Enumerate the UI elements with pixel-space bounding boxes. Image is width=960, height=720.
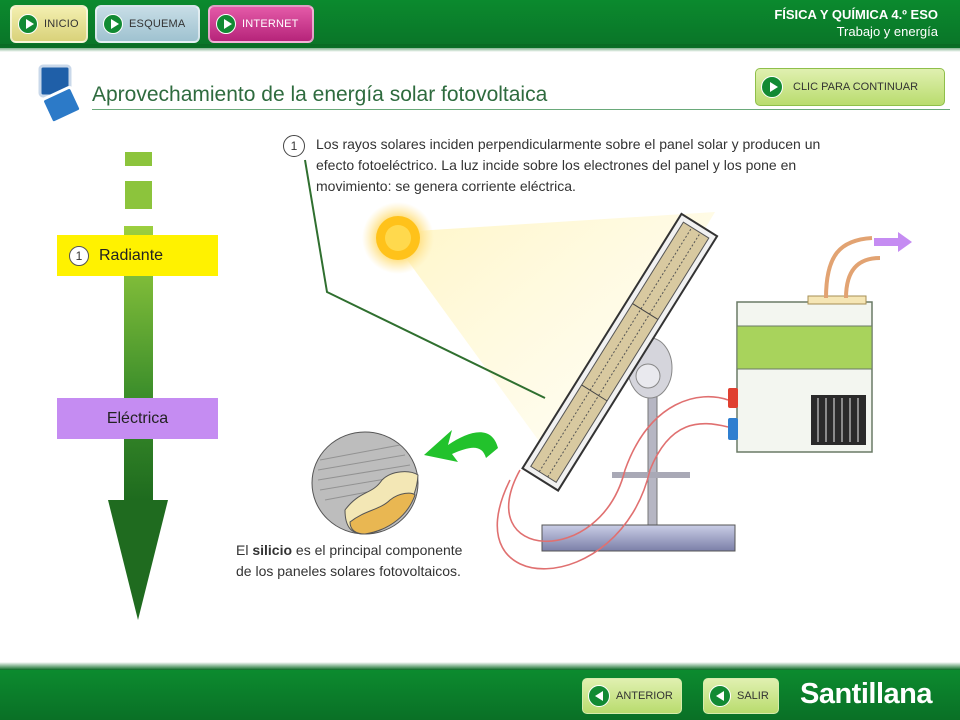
slides-icon [38,64,83,125]
internet-label: INTERNET [242,18,299,30]
arrow-dash [125,181,152,209]
terminal-blue [728,418,738,440]
step-number: 1 [283,135,305,157]
light-beam [400,212,715,470]
step1-description: Los rayos solares inciden perpendicularm… [316,136,821,194]
silicon-wafer [311,431,419,535]
callout-line [304,159,546,399]
pipe [844,256,881,299]
inicio-label: INICIO [44,18,79,30]
caption-text: es el principal componente de los panele… [236,542,463,579]
continue-label: CLIC PARA CONTINUAR [793,81,919,93]
anterior-button[interactable]: ANTERIOR [582,678,682,714]
footer-shadow [0,662,960,670]
brand-logo: Santillana [800,678,933,710]
output-arrow-icon [874,232,912,252]
play-icon [761,76,783,98]
pipe [824,236,873,299]
footer-bar [0,670,960,720]
anterior-label: ANTERIOR [616,690,673,702]
page-title: Aprovechamiento de la energía solar foto… [92,83,548,106]
energy-label: Eléctrica [106,409,169,427]
subject-subtitle: Trabajo y energía [836,24,938,39]
curved-arrow-icon [424,430,498,462]
subject-title: FÍSICA Y QUÍMICA 4.º ESO [774,7,938,22]
step-number: 1 [69,245,89,266]
subject-info: FÍSICA Y QUÍMICA 4.º ESO Trabajo y energ… [774,7,938,39]
title-divider [92,109,950,110]
arrow-dash [125,152,152,166]
salir-button[interactable]: SALIR [703,678,779,714]
energy-label: Radiante [99,246,164,264]
silicio-caption: El silicio es el principal componente de… [236,540,466,582]
salir-label: SALIR [737,690,769,702]
wire [496,422,729,570]
back-icon [588,685,610,707]
caption-bold: silicio [252,542,293,558]
energy-arrow-head [108,500,168,620]
caption-text: El [236,542,253,558]
back-icon [709,685,731,707]
esquema-label: ESQUEMA [129,18,186,30]
play-icon [103,14,123,34]
inicio-button[interactable]: INICIO [10,5,88,43]
internet-button[interactable]: INTERNET [208,5,314,43]
energy-electrica-box[interactable]: Eléctrica [57,398,218,439]
header-shadow [0,44,960,52]
wire [507,395,729,543]
solar-panel [521,212,719,492]
energy-radiante-box[interactable]: 1 Radiante [57,235,218,276]
play-icon [216,14,236,34]
play-icon [18,14,38,34]
terminal-red [728,388,738,408]
esquema-button[interactable]: ESQUEMA [95,5,200,43]
stand-base [541,524,736,552]
continue-button[interactable]: CLIC PARA CONTINUAR [755,68,945,106]
